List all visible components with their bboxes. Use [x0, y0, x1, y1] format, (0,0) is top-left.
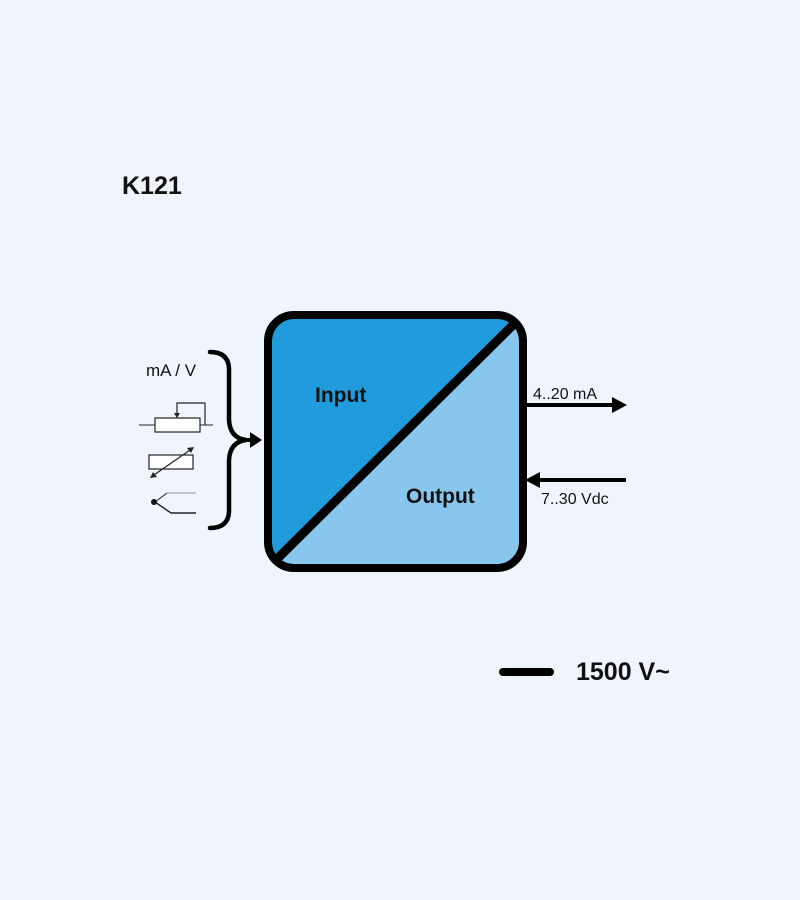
device-title: K121 [122, 172, 182, 200]
variable-resistor-icon [148, 447, 194, 478]
input-brace [207, 349, 247, 531]
thermocouple-icon [151, 492, 196, 514]
input-label: Input [315, 384, 366, 407]
module-block [264, 311, 527, 572]
input-arrow-icon [243, 432, 262, 448]
output-label: Output [406, 485, 475, 508]
supply-voltage-label: 7..30 Vdc [541, 491, 609, 508]
isolation-voltage-label: 1500 V~ [576, 658, 670, 686]
potentiometer-icon [139, 402, 213, 433]
output-signal-label: 4..20 mA [533, 386, 597, 403]
supply-arrow-icon [525, 472, 626, 488]
input-type-label: mA / V [146, 361, 197, 380]
isolation-divider [272, 318, 520, 564]
output-arrow-icon [525, 397, 627, 413]
